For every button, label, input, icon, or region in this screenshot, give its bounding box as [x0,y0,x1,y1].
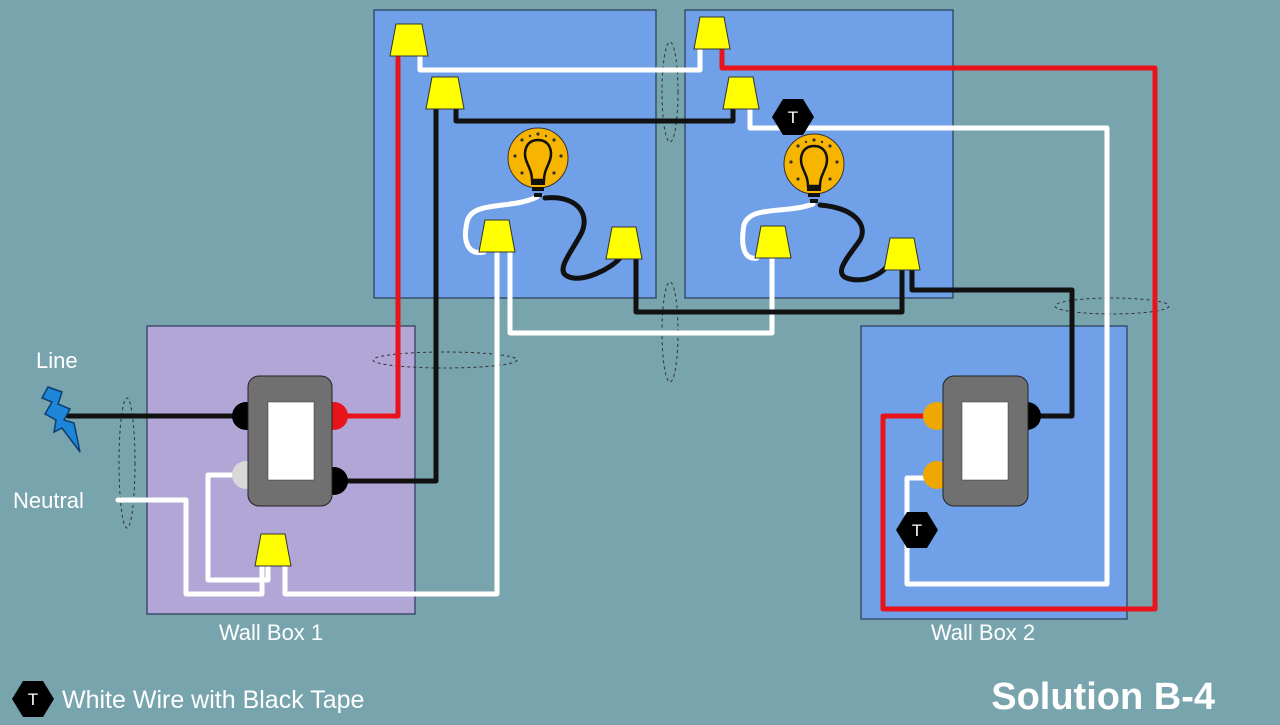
cable-bundle-wallbox2-top [1054,297,1170,315]
tape-marker-ceiling: T [772,99,814,135]
tape-marker-wallbox2: T [896,512,938,548]
legend: T White Wire with Black Tape [12,681,364,717]
white-wire-to-lamp1-nut [282,248,500,597]
wire-nut-icon [478,219,516,253]
switch-1 [232,375,348,507]
legend-marker-label: T [28,690,38,709]
legend-description: White Wire with Black Tape [62,686,364,714]
wire-nut-icon [254,533,292,567]
lamp-1 [507,127,569,197]
tape-marker-label: T [788,108,798,127]
white-wire-taped [747,104,1110,587]
tape-marker-icon [772,99,814,135]
black-wire-lamp-switched [633,257,905,315]
red-wire-switch1 [345,55,401,419]
cable-bundle-top [661,41,679,143]
lamp1-black-lead [542,195,623,281]
lamp2-white-lead [740,201,816,261]
wire-nuts [254,16,921,567]
wire-nut-icon [605,226,643,260]
hot-wires [65,105,1075,484]
page-title: Solution B-4 [991,676,1215,718]
switch1-rocker [267,401,315,481]
cable-bundle-wallbox1-top [372,351,518,369]
tape-marker-label: T [912,521,922,540]
wall-box-2-label: Wall Box 2 [931,620,1035,645]
black-wire-to-switch2 [909,267,1075,419]
switch2-rocker [961,401,1009,481]
white-wire-switch1-neutral [205,472,271,583]
traveler-wires [345,47,1158,612]
cable-bundle-wallbox1-left [118,397,136,529]
switch-2 [923,375,1041,507]
black-wire-top-link [453,105,736,124]
neutral-wires [115,41,1110,597]
lamp-2 [783,133,845,203]
white-wire-top-link [417,41,703,73]
wire-nut-icon [883,237,921,271]
red-wire-traveler [719,47,1158,612]
black-wire-switch1-load [342,105,439,484]
wire-nut-icon [722,76,760,110]
wall-box-1-label: Wall Box 1 [219,620,323,645]
lamp1-white-lead [463,194,540,256]
line-label: Line [36,348,78,373]
white-wire-lamp1-neutral [507,248,775,336]
wire-nut-icon [693,16,731,50]
neutral-label: Neutral [13,488,84,513]
wire-nut-icon [425,76,465,110]
white-wire-neutral-feed [115,497,265,597]
lamp2-black-lead [817,202,893,283]
tape-marker-icon [896,512,938,548]
wire-nut-icon [754,225,792,259]
lightning-bolt-icon [40,386,81,453]
wire-nut-icon [389,23,429,57]
tape-marker-icon [12,681,54,717]
